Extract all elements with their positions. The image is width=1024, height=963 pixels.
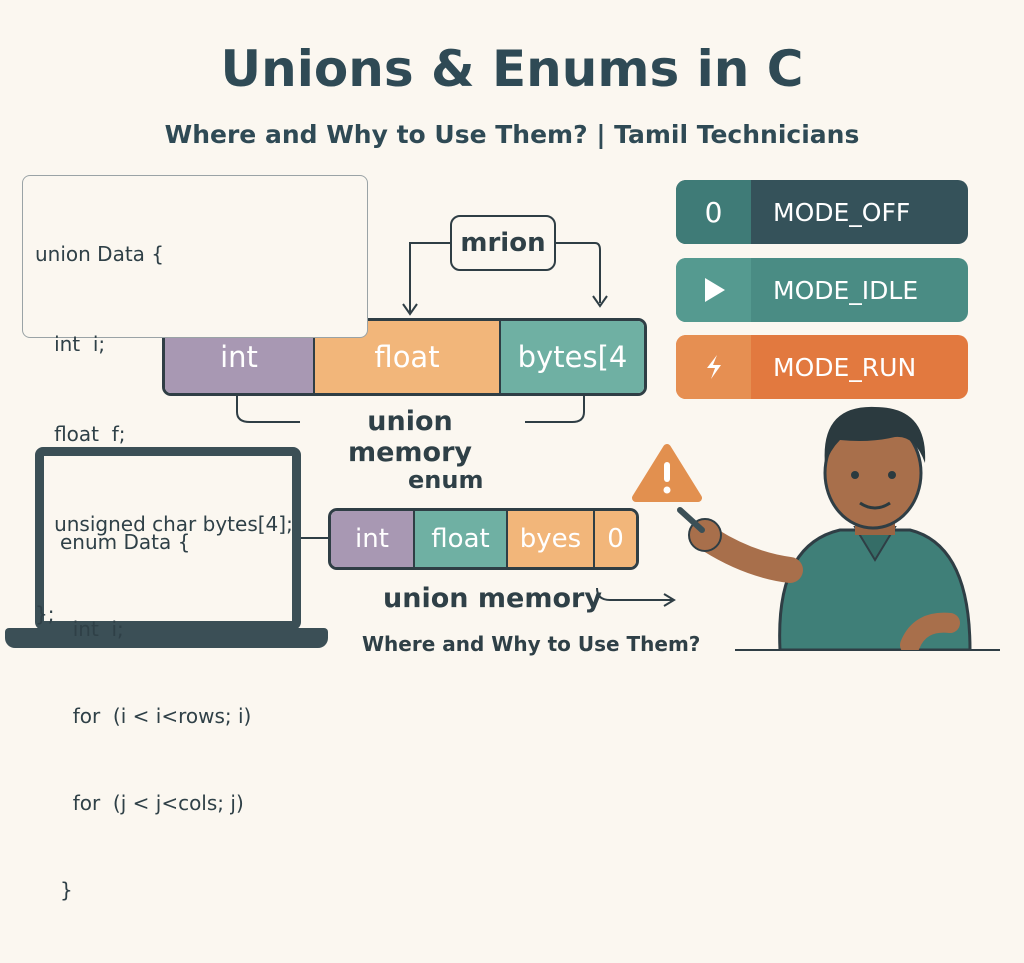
presenter-illustration xyxy=(677,406,972,650)
footer-question: Where and Why to Use Them? xyxy=(362,632,701,656)
enum-cell-float: float xyxy=(415,511,508,567)
union-code-box: union Data { int i; float f; unsigned ch… xyxy=(22,175,368,626)
union-cell-bytes: bytes[4 xyxy=(501,321,644,393)
enum-cell-int: int xyxy=(331,511,415,567)
code-line: union Data { xyxy=(35,242,165,266)
enum-cell-zero: 0 xyxy=(595,511,636,567)
union-pointer-label: mrion xyxy=(450,215,556,271)
warning-icon xyxy=(632,444,702,502)
play-icon xyxy=(676,258,751,322)
mode-label: MODE_IDLE xyxy=(773,275,919,305)
mode-run-badge: MODE_RUN xyxy=(676,335,968,399)
mode-idle-badge: MODE_IDLE xyxy=(676,258,968,322)
code-line: }; xyxy=(35,602,55,626)
code-line: } xyxy=(60,878,73,902)
enum-memory-bar: int float byes 0 xyxy=(328,508,639,570)
zero-icon: 0 xyxy=(676,180,751,244)
page-title: Unions & Enums in C xyxy=(220,40,804,98)
code-line: int i; xyxy=(35,332,106,356)
laptop-base xyxy=(5,628,328,648)
enum-cell-byes: byes xyxy=(508,511,595,567)
enum-label: enum xyxy=(408,466,484,494)
enum-memory-caption: union memory xyxy=(383,583,602,614)
mode-label: MODE_RUN xyxy=(773,352,917,382)
bolt-icon xyxy=(676,335,751,399)
mode-label: MODE_OFF xyxy=(773,197,911,227)
mode-off-badge: 0 MODE_OFF xyxy=(676,180,968,244)
code-line: unsigned char bytes[4]; xyxy=(35,512,293,536)
page-subtitle: Where and Why to Use Them? | Tamil Techn… xyxy=(164,120,860,149)
union-memory-caption: union memory xyxy=(305,406,515,468)
connector-lines xyxy=(236,242,1000,651)
code-line: int i; xyxy=(60,617,124,641)
code-line: enum Data { xyxy=(60,530,191,554)
code-line: for (i < i<rows; i) xyxy=(60,704,252,728)
code-line: for (j < j<cols; j) xyxy=(60,791,244,815)
code-line: float f; xyxy=(35,422,126,446)
